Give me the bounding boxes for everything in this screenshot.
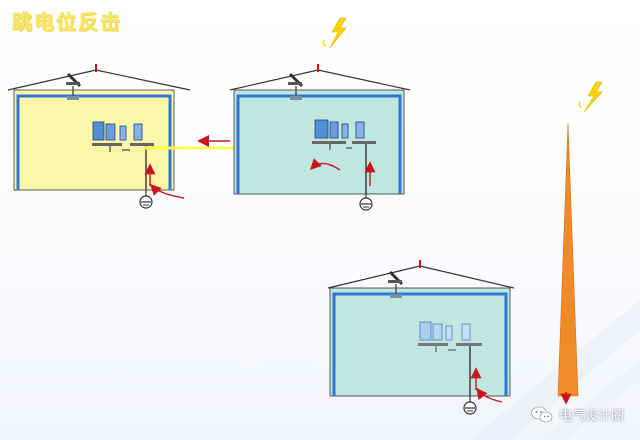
equipment-middle (312, 119, 376, 194)
house-bottom-body (329, 287, 511, 397)
house-left-wall (16, 94, 172, 190)
roof-middle (229, 69, 411, 91)
surge-arrow-curve-bottom (476, 387, 503, 403)
roof-bottom (327, 265, 515, 289)
diagram-title: 跳电位反击 (12, 10, 122, 34)
house-middle (229, 64, 411, 211)
house-bottom-wall (332, 292, 508, 396)
ground-symbol-icon (359, 194, 373, 211)
satellite-dish-icon (288, 72, 304, 100)
roof-left (7, 69, 191, 91)
lightning-bolt-icon (322, 17, 347, 49)
ground-symbol-icon (463, 396, 477, 415)
equipment-bottom (418, 321, 482, 396)
lightning-tower (557, 123, 579, 405)
background-streaks (470, 300, 640, 440)
surge-arrow-curve-left (150, 184, 185, 199)
house-bottom (327, 260, 515, 415)
watermark-text: 电气设计圈 (558, 409, 624, 424)
ground-symbol-icon (139, 190, 153, 209)
satellite-dish-icon (388, 270, 404, 298)
surge-arrow-curve-middle (310, 158, 341, 171)
watermark: 电气设计圈 (531, 405, 624, 424)
wechat-icon (531, 406, 553, 422)
satellite-dish-icon (66, 72, 82, 100)
house-middle-wall (236, 94, 402, 194)
house-left (7, 64, 191, 209)
lightning-bolt-icon (578, 81, 603, 113)
